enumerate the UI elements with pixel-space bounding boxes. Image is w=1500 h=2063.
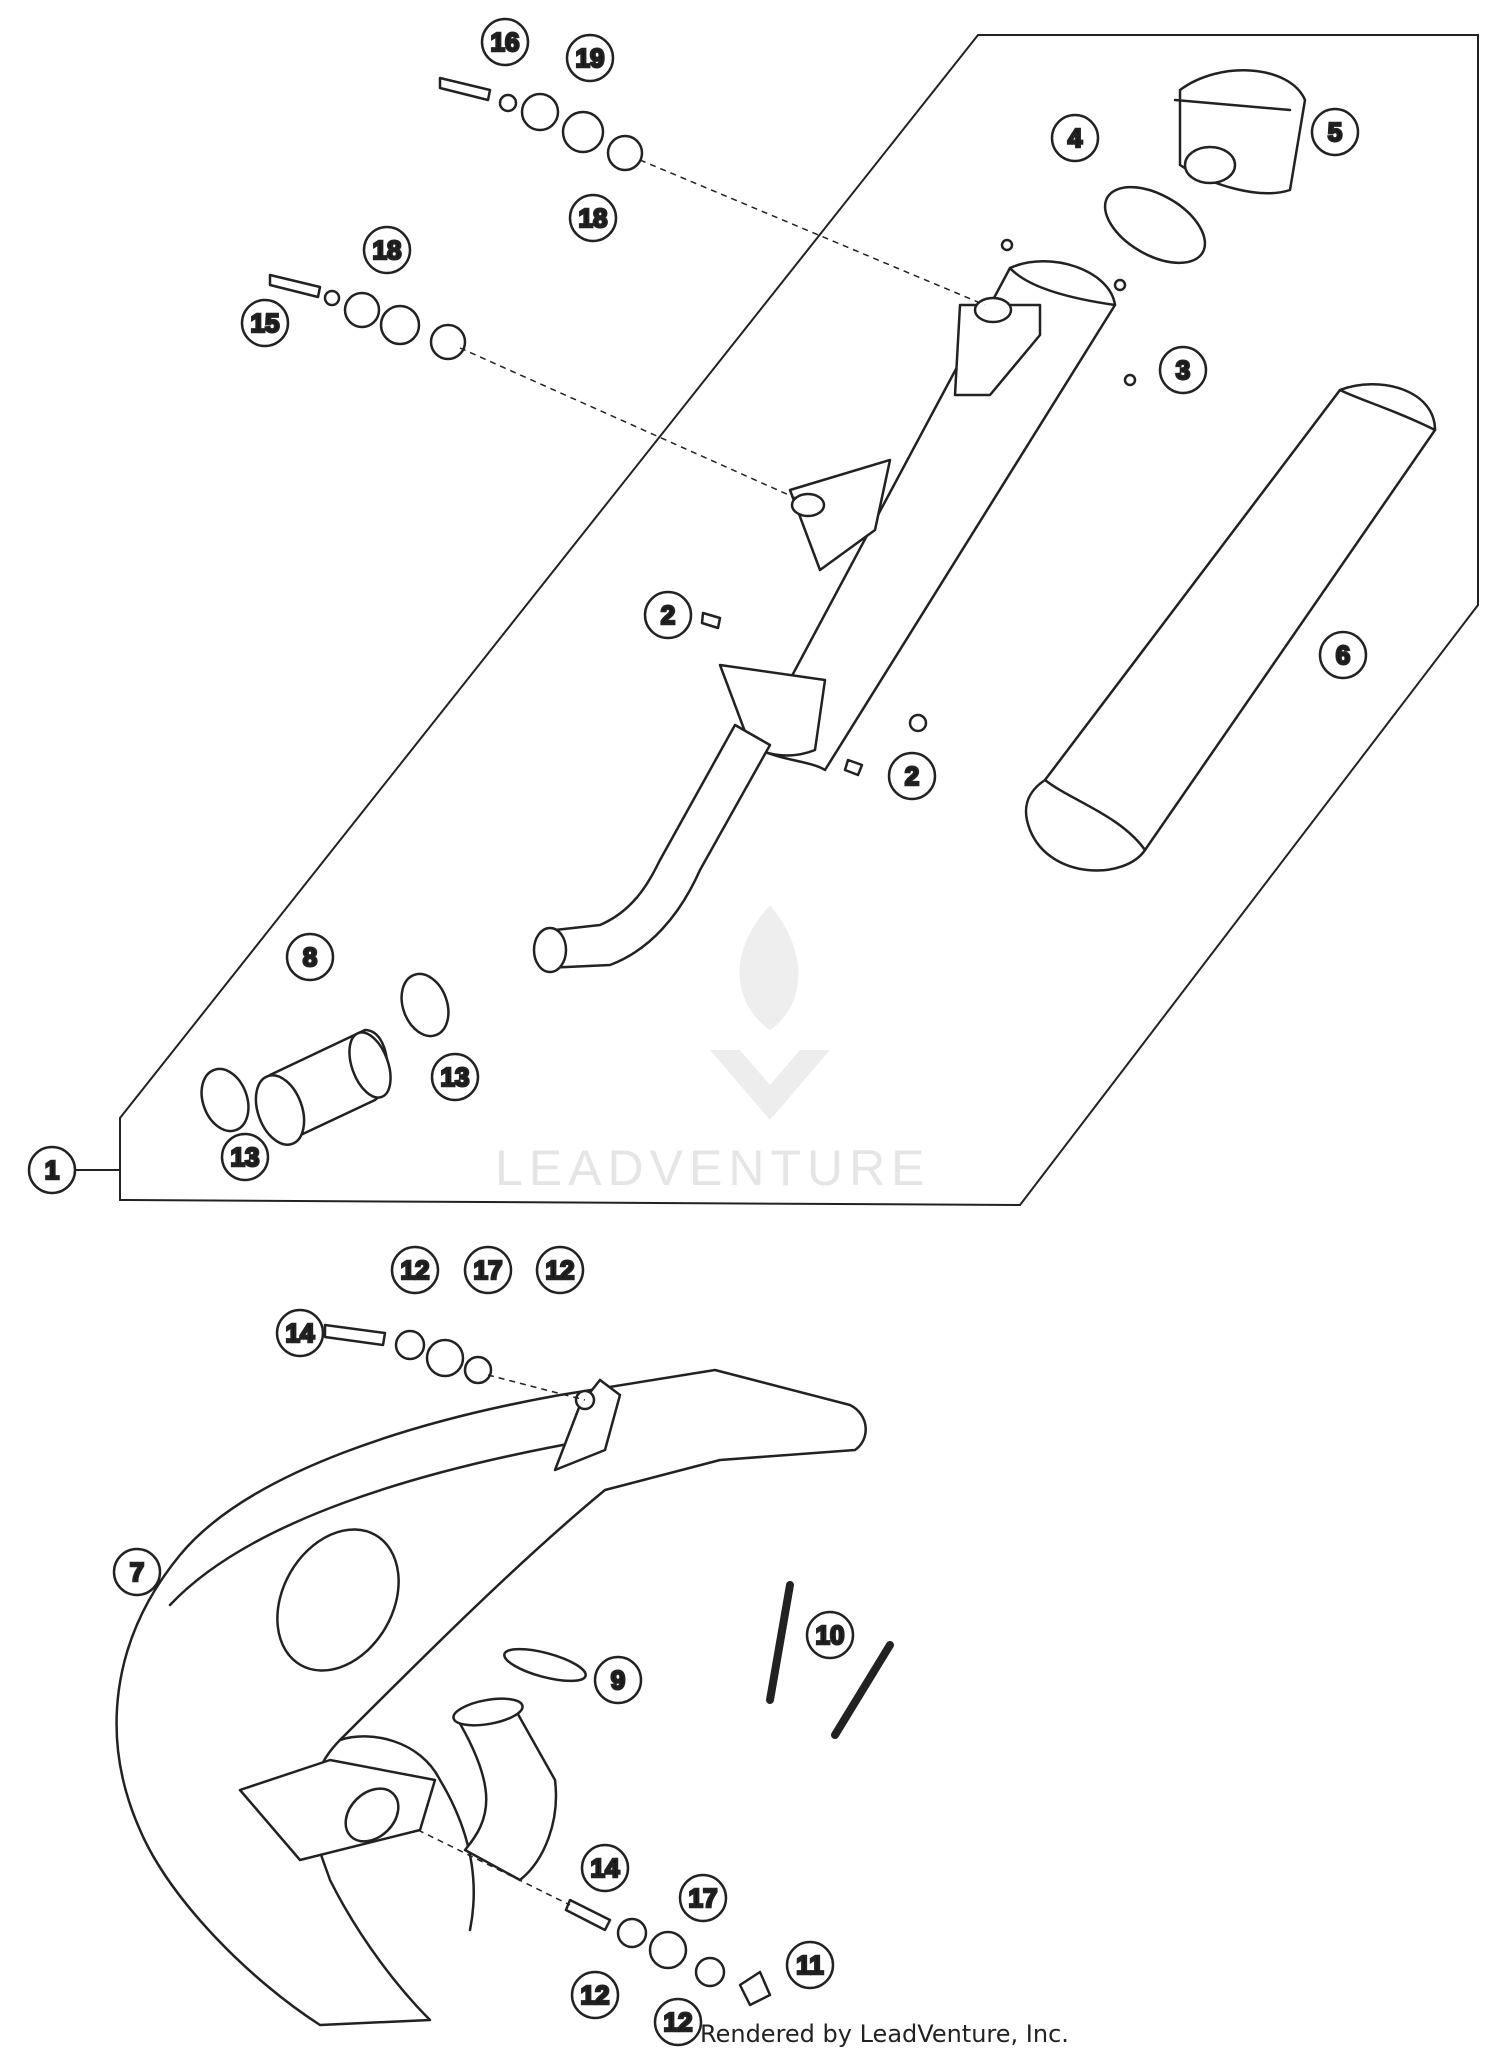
callout-10: 10 bbox=[805, 1610, 855, 1660]
hardware-stack-chamber-bottom bbox=[564, 1898, 772, 2007]
footer-credit: Rendered by LeadVenture, Inc. bbox=[700, 2020, 1069, 2048]
callout-18-upper: 18 bbox=[568, 193, 618, 243]
svg-text:14: 14 bbox=[591, 1853, 620, 1883]
svg-text:4: 4 bbox=[1068, 123, 1083, 153]
callout-12-b: 12 bbox=[535, 1245, 585, 1295]
svg-text:11: 11 bbox=[796, 1950, 824, 1980]
svg-text:1: 1 bbox=[45, 1155, 59, 1185]
svg-text:2: 2 bbox=[661, 600, 675, 630]
callout-1: 1 bbox=[27, 1145, 77, 1195]
hardware-stack-upper bbox=[438, 76, 644, 172]
callout-4: 4 bbox=[1050, 113, 1100, 163]
svg-text:18: 18 bbox=[373, 235, 402, 265]
connector-pipe bbox=[254, 1028, 392, 1146]
svg-text:12: 12 bbox=[664, 2007, 693, 2037]
expansion-chamber bbox=[115, 1368, 867, 2027]
callout-19: 19 bbox=[565, 33, 615, 83]
end-cap bbox=[1173, 69, 1307, 195]
callout-14-b: 14 bbox=[580, 1843, 630, 1893]
svg-text:17: 17 bbox=[689, 1883, 718, 1913]
callout-17-a: 17 bbox=[463, 1245, 513, 1295]
svg-text:17: 17 bbox=[474, 1255, 503, 1285]
svg-text:18: 18 bbox=[579, 203, 608, 233]
callout-13-b: 13 bbox=[220, 1132, 270, 1182]
callout-2-lower: 2 bbox=[887, 751, 937, 801]
callout-9: 9 bbox=[593, 1655, 643, 1705]
svg-text:13: 13 bbox=[231, 1142, 260, 1172]
svg-text:13: 13 bbox=[441, 1062, 470, 1092]
callout-18-lower: 18 bbox=[362, 225, 412, 275]
svg-text:12: 12 bbox=[401, 1255, 430, 1285]
sealing-ring-right bbox=[400, 972, 450, 1038]
springs bbox=[766, 1581, 894, 1739]
callout-17-b: 17 bbox=[678, 1873, 728, 1923]
callout-3: 3 bbox=[1158, 345, 1208, 395]
svg-text:10: 10 bbox=[816, 1620, 845, 1650]
callout-6: 6 bbox=[1318, 630, 1368, 680]
callout-15: 15 bbox=[240, 298, 290, 348]
kit-boundary-outline bbox=[119, 34, 1479, 1207]
hardware-stack-lower bbox=[268, 273, 467, 361]
svg-text:16: 16 bbox=[491, 27, 520, 57]
sealing-ring-left bbox=[200, 1067, 250, 1133]
callout-2-upper: 2 bbox=[643, 590, 693, 640]
callout-14-a: 14 bbox=[275, 1308, 325, 1358]
svg-text:5: 5 bbox=[1328, 117, 1342, 147]
callout-5: 5 bbox=[1310, 107, 1360, 157]
callout-13-a: 13 bbox=[430, 1052, 480, 1102]
svg-text:19: 19 bbox=[576, 43, 605, 73]
svg-text:7: 7 bbox=[130, 1557, 144, 1587]
silencer-screws bbox=[700, 611, 928, 777]
callout-16: 16 bbox=[480, 17, 530, 67]
callout-11: 11 bbox=[785, 1940, 835, 1990]
svg-text:12: 12 bbox=[581, 1980, 610, 2010]
svg-text:8: 8 bbox=[303, 942, 317, 972]
silencer-body bbox=[532, 238, 1137, 974]
svg-text:3: 3 bbox=[1176, 355, 1190, 385]
silencer-packing bbox=[1024, 383, 1437, 872]
seal-ring-9 bbox=[503, 1647, 587, 1683]
svg-text:2: 2 bbox=[905, 761, 919, 791]
watermark-text: LEADVENTURE bbox=[495, 1140, 931, 1196]
hardware-stack-chamber-top bbox=[323, 1323, 493, 1385]
assembly-dashed-lines bbox=[417, 159, 986, 1906]
callout-8: 8 bbox=[285, 932, 335, 982]
svg-text:9: 9 bbox=[611, 1665, 625, 1695]
callout-12-a: 12 bbox=[390, 1245, 440, 1295]
svg-text:15: 15 bbox=[251, 308, 280, 338]
leadventure-watermark: LEADVENTURE bbox=[495, 905, 931, 1196]
svg-text:14: 14 bbox=[286, 1318, 315, 1348]
svg-text:12: 12 bbox=[546, 1255, 575, 1285]
callout-12-d: 12 bbox=[653, 1997, 703, 2047]
callout-7: 7 bbox=[112, 1547, 162, 1597]
svg-text:6: 6 bbox=[1336, 640, 1350, 670]
o-ring-seal bbox=[1103, 185, 1207, 265]
callout-12-c: 12 bbox=[570, 1970, 620, 2020]
